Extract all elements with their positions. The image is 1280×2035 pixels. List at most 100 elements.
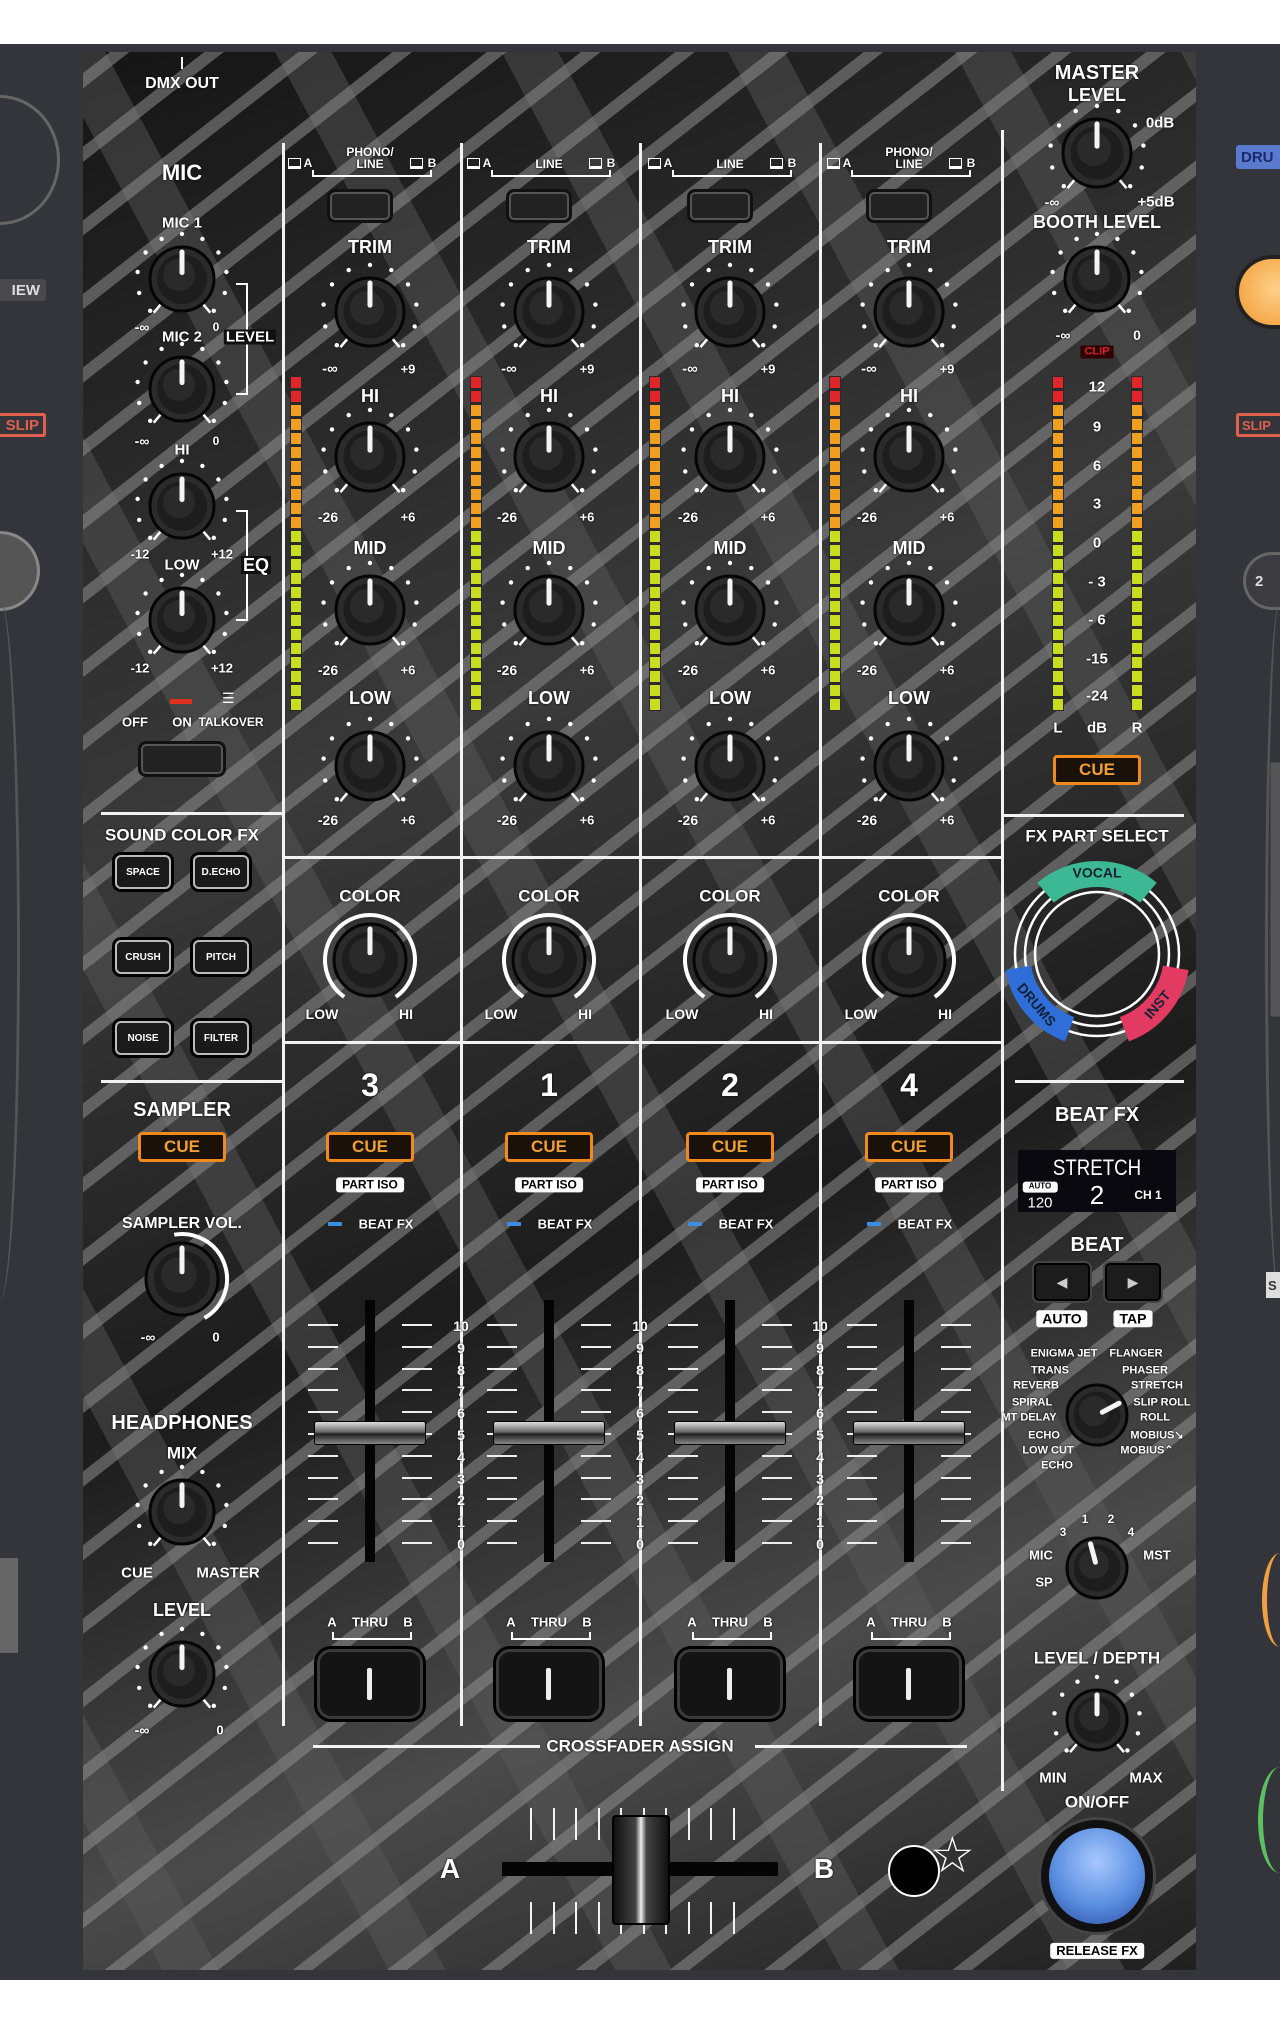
crossfader-assign-switch[interactable] <box>856 1649 962 1719</box>
trim-knob[interactable] <box>855 258 963 366</box>
master-min-label: -∞ <box>1044 194 1060 210</box>
sampler-cue-button[interactable]: CUE <box>138 1132 226 1162</box>
channel-fader[interactable] <box>314 1421 426 1445</box>
trim-knob[interactable] <box>495 258 603 366</box>
slip-button-right[interactable]: SLIP <box>1236 413 1280 437</box>
fx-part-inst-button[interactable] <box>1119 965 1189 1042</box>
color-knob[interactable] <box>853 904 965 1016</box>
slip-button-left[interactable]: SLIP <box>0 413 46 437</box>
beat-fx-select-knob[interactable] <box>1047 1365 1147 1465</box>
eq-hi-knob[interactable] <box>495 403 603 511</box>
mic-low-label: LOW <box>164 556 200 574</box>
eq-low-knob[interactable] <box>855 712 963 820</box>
channel-cue-button[interactable]: CUE <box>865 1132 953 1162</box>
mid-label: MID <box>713 538 747 558</box>
crossfader-tick <box>710 1808 712 1840</box>
eq-mid-knob[interactable] <box>855 556 963 664</box>
fader-scale-number: 3 <box>816 1470 824 1487</box>
eq-low-knob[interactable] <box>316 712 424 820</box>
fader-tick <box>762 1367 792 1370</box>
channel-cue-button[interactable]: CUE <box>686 1132 774 1162</box>
eq-hi-knob[interactable] <box>855 403 963 511</box>
master-cue-button[interactable]: CUE <box>1053 755 1141 785</box>
color-knob[interactable] <box>314 904 426 1016</box>
sound-color-fx-button[interactable]: SPACE <box>115 855 171 889</box>
mic2-level-knob[interactable] <box>130 337 234 441</box>
eq-mid-knob[interactable] <box>316 556 424 664</box>
channel-fader[interactable] <box>853 1421 965 1445</box>
sound-color-fx-button[interactable]: NOISE <box>115 1021 171 1055</box>
beat-fx-indicator <box>328 1222 342 1226</box>
sound-color-fx-button[interactable]: CRUSH <box>115 940 171 974</box>
channel-cue-button[interactable]: CUE <box>326 1132 414 1162</box>
sampler-volume-knob[interactable] <box>126 1223 238 1335</box>
booth-min-label: -∞ <box>1055 327 1071 343</box>
dmx-out-tick <box>181 57 183 69</box>
s-button-right[interactable]: S <box>1266 1272 1280 1298</box>
meter-segment <box>1132 643 1142 654</box>
part-button-right[interactable]: DRU <box>1236 145 1280 169</box>
master-level-knob[interactable] <box>1043 99 1151 207</box>
fx-part-vocal-button[interactable] <box>1037 861 1157 903</box>
color-low-label: LOW <box>484 1006 518 1022</box>
channel-level-meter <box>470 376 482 711</box>
laptop-icon <box>949 158 962 169</box>
eq-mid-knob[interactable] <box>676 556 784 664</box>
low-max: +6 <box>400 812 416 828</box>
mic1-level-knob[interactable] <box>130 227 234 331</box>
view-button[interactable]: IEW <box>0 279 46 301</box>
input-select-switch[interactable] <box>327 189 393 223</box>
eq-hi-knob[interactable] <box>676 403 784 511</box>
sound-color-fx-button[interactable]: PITCH <box>193 940 249 974</box>
fx-channel-select-knob[interactable] <box>1047 1518 1147 1618</box>
fx-part-drums-button[interactable] <box>1005 965 1075 1042</box>
channel-cue-button[interactable]: CUE <box>505 1132 593 1162</box>
input-select-switch[interactable] <box>506 189 572 223</box>
beat-right-button[interactable]: ▶ <box>1105 1263 1161 1301</box>
headphones-level-knob[interactable] <box>130 1622 234 1726</box>
headphones-mix-knob[interactable] <box>130 1460 234 1564</box>
meter-segment <box>650 643 660 654</box>
crossfader-assign-switch[interactable] <box>496 1649 602 1719</box>
channel-fader[interactable] <box>493 1421 605 1445</box>
meter-segment <box>650 629 660 640</box>
meter-segment <box>471 559 481 570</box>
mid-max: +6 <box>760 662 776 678</box>
hi-min: -26 <box>856 509 878 525</box>
beat-fx-on-off-button[interactable] <box>1041 1820 1153 1932</box>
color-knob[interactable] <box>493 904 605 1016</box>
fader-tick <box>762 1389 792 1392</box>
input-select-switch[interactable] <box>687 189 753 223</box>
crossfader[interactable] <box>612 1815 670 1925</box>
part-iso-label: PART ISO <box>696 1177 764 1193</box>
input-b-label: B <box>966 156 976 170</box>
input-select-switch[interactable] <box>866 189 932 223</box>
fader-tick <box>308 1542 338 1544</box>
trim-knob[interactable] <box>316 258 424 366</box>
fader-tick <box>487 1542 517 1544</box>
eq-low-knob[interactable] <box>495 712 603 820</box>
eq-hi-knob[interactable] <box>316 403 424 511</box>
channel-fader[interactable] <box>674 1421 786 1445</box>
beat-left-button[interactable]: ◀ <box>1034 1263 1090 1301</box>
mic-low-knob[interactable] <box>130 568 234 672</box>
sound-color-fx-button[interactable]: D.ECHO <box>193 855 249 889</box>
meter-segment <box>291 433 301 444</box>
mic-hi-label: HI <box>174 441 190 459</box>
booth-level-knob[interactable] <box>1045 227 1149 331</box>
mic1-label: MIC 1 <box>161 214 203 232</box>
eq-mid-knob[interactable] <box>495 556 603 664</box>
arrow-right-icon: ▶ <box>1127 1273 1139 1290</box>
color-knob[interactable] <box>674 904 786 1016</box>
level-depth-knob[interactable] <box>1047 1670 1147 1770</box>
mic-hi-knob[interactable] <box>130 454 234 558</box>
trim-knob[interactable] <box>676 258 784 366</box>
meter-segment <box>471 489 481 500</box>
meter-segment <box>1132 391 1142 402</box>
sound-color-fx-button[interactable]: FILTER <box>193 1021 249 1055</box>
crossfader-assign-switch[interactable] <box>677 1649 783 1719</box>
crossfader-assign-switch[interactable] <box>317 1649 423 1719</box>
mic-mode-switch[interactable] <box>138 741 226 777</box>
eq-low-knob[interactable] <box>676 712 784 820</box>
meter-segment <box>471 433 481 444</box>
